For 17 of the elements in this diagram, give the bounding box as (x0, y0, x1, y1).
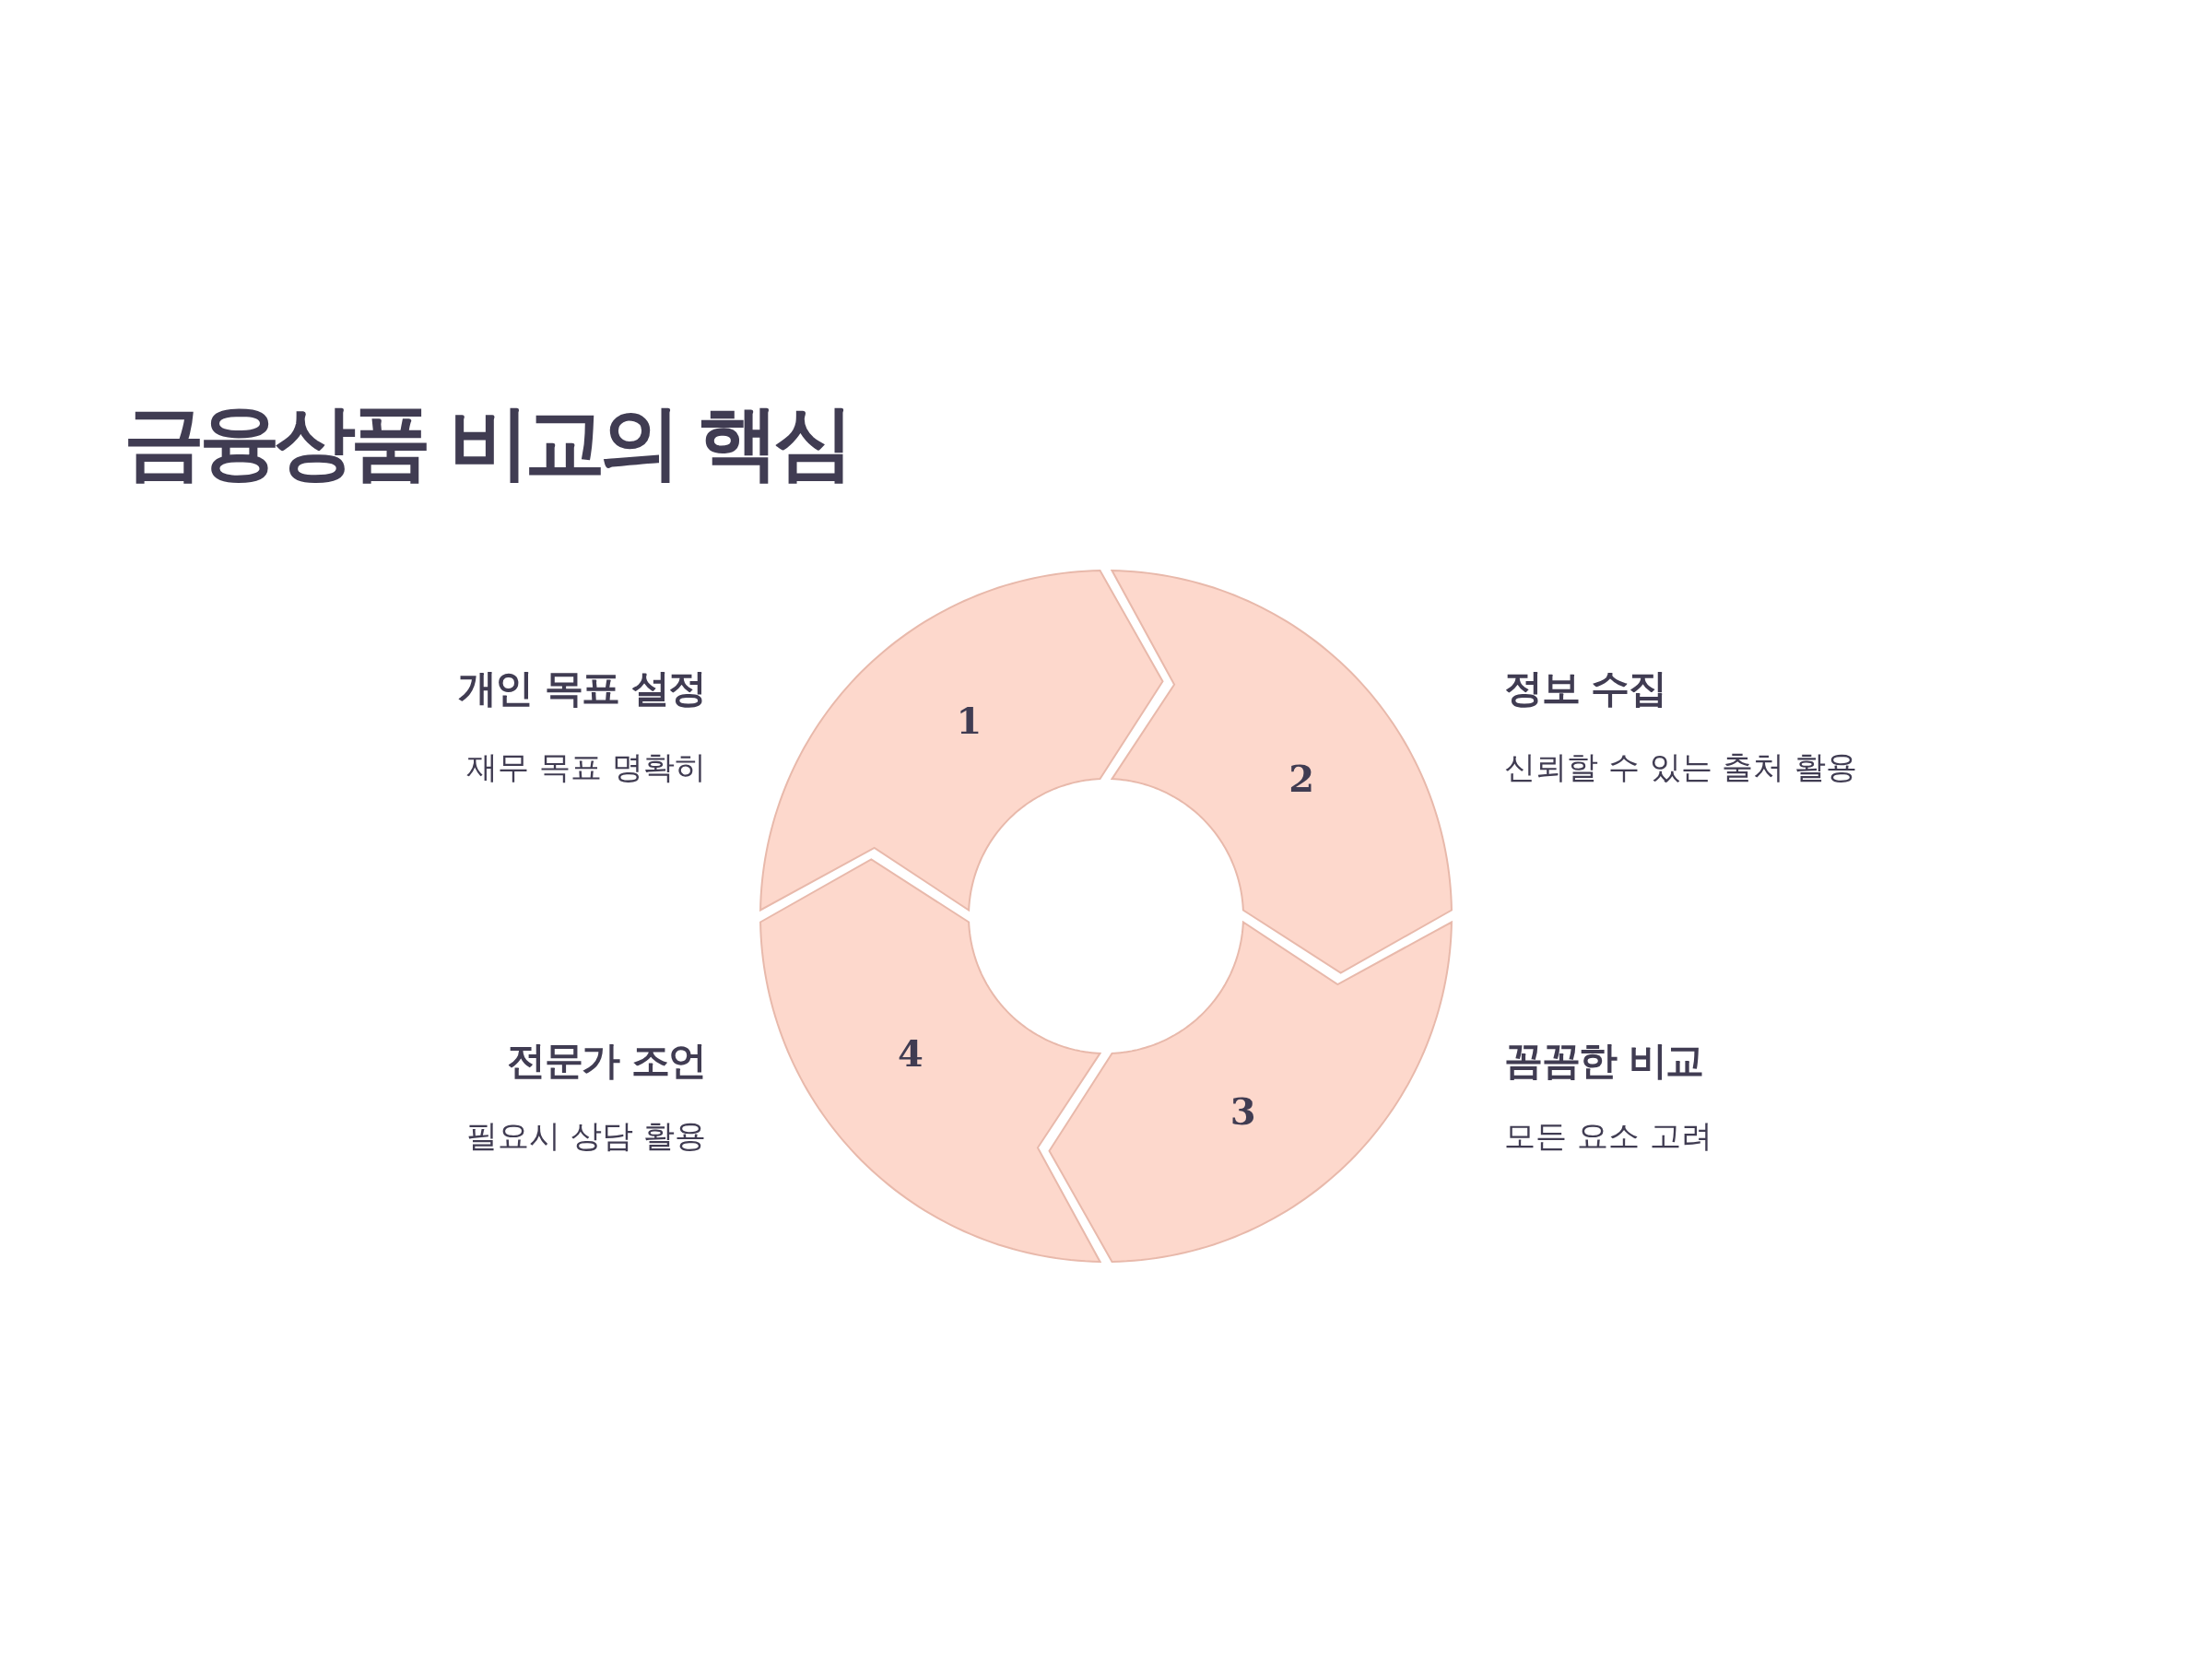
step-heading: 꼼꼼한 비교 (1504, 1038, 1703, 1085)
step-description: 모든 요소 고려 (1504, 1117, 1712, 1155)
arrow-segment (1048, 921, 1453, 1263)
step-heading: 개인 목표 설정 (457, 665, 706, 712)
step-description: 필요시 상담 활용 (466, 1117, 706, 1155)
arrow-segment (759, 858, 1101, 1263)
step-number: 4 (897, 1034, 924, 1072)
arrow-segment (759, 570, 1164, 912)
step-number: 3 (1230, 1093, 1256, 1131)
step-description: 신뢰할 수 있는 출처 활용 (1504, 748, 1858, 786)
step-number: 2 (1288, 760, 1315, 798)
arrow-segment (1111, 570, 1453, 974)
step-heading: 정보 수집 (1504, 665, 1666, 712)
step-description: 재무 목표 명확히 (466, 748, 706, 786)
title: 금융상품 비교의 핵심 (124, 398, 850, 488)
step-heading: 전문가 조언 (507, 1038, 706, 1085)
step-number: 1 (956, 701, 982, 739)
